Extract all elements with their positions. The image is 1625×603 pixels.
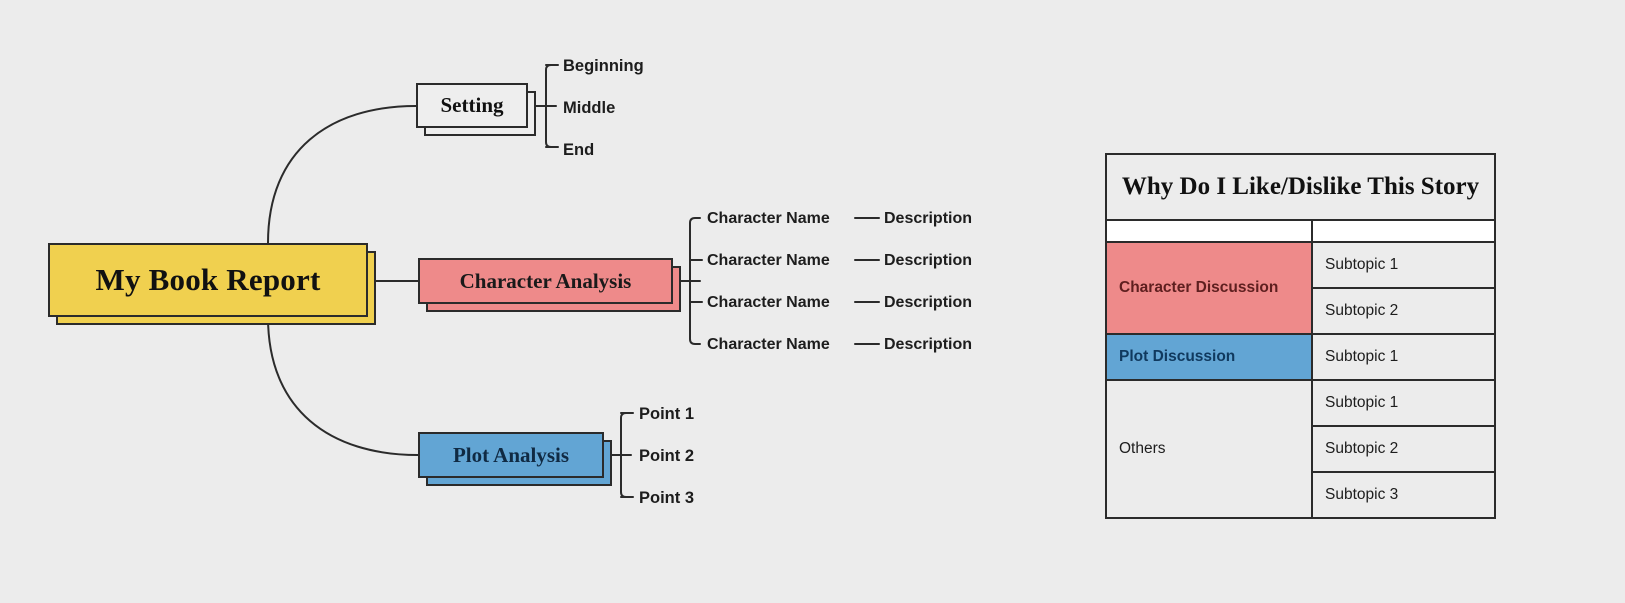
branch-node-character-analysis[interactable]: Character Analysis [418, 258, 673, 304]
table-row-blank [1105, 219, 1497, 243]
plot-child-point-3[interactable]: Point 3 [639, 489, 695, 507]
table-row: Plot Discussion Subtopic 1 [1105, 333, 1497, 381]
connector-root-to-setting [267, 105, 417, 244]
root-node-label: My Book Report [95, 262, 321, 297]
character-node-label: Character Analysis [459, 268, 632, 293]
character-child-name-3[interactable]: Character Name [707, 294, 830, 311]
table-subtopic-character-1[interactable]: Subtopic 1 [1310, 241, 1497, 289]
story-opinion-table: Why Do I Like/Dislike This Story Charact… [1104, 153, 1497, 519]
table-category-others[interactable]: Others [1105, 379, 1313, 519]
character-child-name-2[interactable]: Character Name [707, 252, 830, 269]
table-row: Others Subtopic 1 [1105, 379, 1497, 519]
table-row: Subtopic 2 [1106, 425, 1497, 473]
plot-node-label: Plot Analysis [452, 442, 570, 467]
plot-child-point-2[interactable]: Point 2 [639, 447, 695, 465]
table-subtopic-others-3[interactable]: Subtopic 3 [1310, 471, 1497, 519]
table-row: Subtopic 3 [1106, 471, 1497, 519]
table-category-plot-discussion[interactable]: Plot Discussion [1105, 333, 1313, 381]
table-subtopic-plot-1[interactable]: Subtopic 1 [1310, 333, 1497, 381]
table-row-title: Why Do I Like/Dislike This Story [1104, 153, 1497, 221]
character-child-desc-4[interactable]: Description [884, 336, 973, 353]
setting-child-middle[interactable]: Middle [563, 99, 616, 117]
plot-child-point-1[interactable]: Point 1 [639, 405, 695, 423]
setting-child-beginning[interactable]: Beginning [563, 57, 644, 75]
table-blank-cell-left[interactable] [1105, 219, 1313, 243]
table-subtopic-others-2[interactable]: Subtopic 2 [1310, 425, 1497, 473]
table-category-character-discussion[interactable]: Character Discussion [1105, 241, 1313, 335]
setting-child-end[interactable]: End [563, 141, 595, 159]
character-child-desc-2[interactable]: Description [884, 252, 973, 269]
table-row: Subtopic 2 [1106, 287, 1497, 335]
branch-node-plot-analysis[interactable]: Plot Analysis [418, 432, 604, 478]
character-child-desc-3[interactable]: Description [884, 294, 973, 311]
character-child-name-4[interactable]: Character Name [707, 336, 830, 353]
root-node-my-book-report[interactable]: My Book Report [48, 243, 368, 317]
character-child-name-1[interactable]: Character Name [707, 210, 830, 227]
table-blank-cell-right[interactable] [1310, 219, 1497, 243]
table-row: Character Discussion Subtopic 1 [1105, 241, 1497, 335]
table-subtopic-character-2[interactable]: Subtopic 2 [1310, 287, 1497, 335]
branch-node-setting[interactable]: Setting [416, 83, 528, 128]
character-child-desc-1[interactable]: Description [884, 210, 973, 227]
table-title: Why Do I Like/Dislike This Story [1104, 153, 1497, 221]
setting-node-label: Setting [440, 93, 504, 117]
connector-root-to-plot [267, 316, 419, 456]
table-subtopic-others-1[interactable]: Subtopic 1 [1310, 379, 1497, 427]
